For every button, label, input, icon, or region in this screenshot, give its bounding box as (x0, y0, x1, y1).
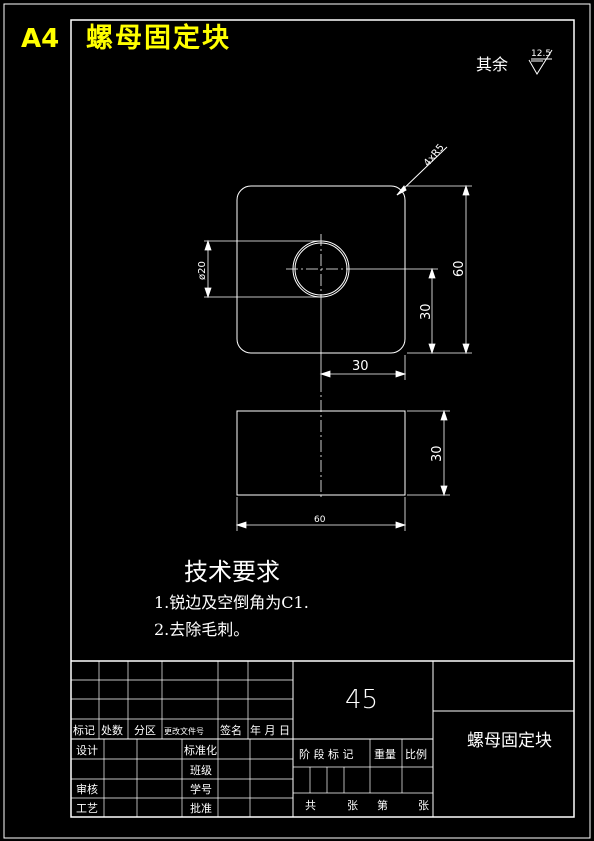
inner-frame (70, 19, 575, 818)
roughness-prefix: 其余 (476, 55, 508, 74)
hole-y-dimension-lines (356, 267, 438, 355)
label-sheet-end: 张 (418, 799, 429, 812)
tech-requirements-heading: 技术要求 (184, 558, 280, 586)
hole-x-dimension: 30 (352, 359, 369, 374)
fillet-leader (396, 146, 448, 196)
label-class: 班级 (190, 764, 212, 777)
rev-header-date: 年 月 日 (250, 723, 290, 737)
label-standardization: 标准化 (184, 743, 217, 757)
label-sheets: 张 (347, 799, 358, 812)
material-value: 45 (345, 685, 378, 715)
part-name: 螺母固定块 (467, 731, 552, 751)
sheet-size-label: A4 (21, 24, 59, 54)
roughness-symbol (528, 49, 553, 75)
rev-header-count: 处数 (101, 724, 123, 737)
drawing-title: 螺母固定块 (86, 22, 231, 54)
label-page: 第 (377, 798, 388, 812)
label-process: 工艺 (76, 802, 98, 815)
side-height-dimension: 30 (430, 445, 445, 462)
label-scale: 比例 (405, 747, 427, 761)
roughness-value: 12.5 (531, 49, 551, 59)
rev-header-zone: 分区 (134, 724, 156, 737)
centerlines (286, 234, 356, 304)
tech-requirement-item: 2.去除毛刺。 (154, 620, 249, 639)
side-width-dimension: 60 (314, 515, 326, 525)
side-height-dimension-lines (407, 409, 450, 497)
label-total: 共 (305, 799, 316, 812)
diameter-dimension-lines (204, 239, 320, 299)
label-review: 审核 (76, 782, 98, 796)
height-dimension-lines (407, 184, 472, 355)
hole-x-dimension-lines (319, 304, 407, 380)
fillet-dimension: 4xR5 (422, 142, 447, 169)
label-student-no: 学号 (190, 782, 212, 796)
label-stage-mark: 阶 段 标 记 (299, 747, 354, 761)
tech-requirement-item: 1.锐边及空倒角为C1. (154, 593, 309, 612)
rev-header-mark: 标记 (73, 723, 95, 737)
height-dimension: 60 (452, 260, 467, 277)
label-design: 设计 (76, 744, 98, 757)
hole-y-dimension: 30 (419, 303, 434, 320)
outer-border (3, 3, 591, 839)
rev-header-sign: 签名 (220, 723, 242, 737)
side-width-dimension-lines (235, 497, 407, 531)
label-weight: 重量 (374, 747, 396, 761)
rev-header-file: 更改文件号 (164, 726, 204, 736)
label-approve: 批准 (190, 801, 212, 815)
title-block (71, 660, 574, 817)
diameter-dimension: ø20 (197, 261, 208, 280)
